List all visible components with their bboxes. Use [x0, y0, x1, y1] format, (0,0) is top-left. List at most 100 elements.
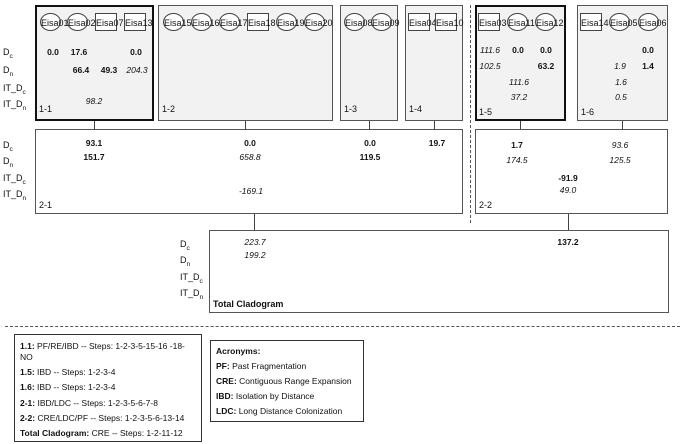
clade-square: Eisa13: [124, 13, 153, 31]
value-dc: 93.1: [85, 138, 103, 148]
clade-circle: Eisa06: [638, 13, 667, 31]
value-dn: 151.7: [83, 152, 105, 162]
value-dc: 1.7: [511, 140, 523, 150]
value-dn: 125.5: [609, 155, 631, 165]
row-label-itdc-3: IT_Dc: [180, 272, 203, 285]
value-dn: 1.4: [642, 61, 654, 71]
legend-line: 1.6: IBD -- Steps: 1-2-3-4: [20, 382, 116, 392]
separator-dashed: [5, 326, 680, 327]
value-itdc: 111.6: [508, 77, 529, 87]
clade-circle: Eisa17: [219, 13, 248, 31]
legend-acronyms: Acronyms: PF: Past Fragmentation CRE: Co…: [210, 340, 364, 422]
value-dc: 0.0: [642, 45, 654, 55]
connector: [245, 121, 246, 129]
value-itdc: 1.6: [615, 77, 627, 87]
value-dc: 0.0: [47, 47, 59, 57]
value-dc: 0.0: [512, 45, 524, 55]
value-dc: 17.6: [70, 47, 88, 57]
clade-circle: Eisa02: [67, 13, 96, 31]
legend-line: PF: Past Fragmentation: [216, 361, 307, 371]
value-dc: 111.6: [479, 45, 500, 55]
value-dc: 0.0: [130, 47, 142, 57]
value-itdn: 49.0: [559, 185, 577, 195]
clade-box-2-2: [475, 129, 668, 214]
value-itdn: 37.2: [510, 92, 528, 102]
value-dn: 119.5: [359, 152, 381, 162]
value-dn: 658.8: [239, 152, 261, 162]
value-itdn: 98.2: [85, 96, 103, 106]
box-label: 1-1: [39, 104, 53, 114]
clade-circle: Eisa09: [371, 13, 400, 31]
value-itdn: 0.5: [615, 92, 627, 102]
clade-box-1-2: [158, 5, 333, 121]
row-label-itdn-3: IT_Dn: [180, 288, 204, 301]
value-dn: 174.5: [506, 155, 528, 165]
box-label: 1-2: [162, 104, 176, 114]
row-label-dc-2: Dc: [3, 140, 13, 153]
clade-square: Eisa07: [95, 13, 124, 31]
clade-circle: Eisa05: [609, 13, 638, 31]
row-label-dc-3: Dc: [180, 239, 190, 252]
box-label: 1-3: [344, 104, 358, 114]
legend-steps: 1.1: PF/RE/IBD -- Steps: 1-2-3-5-15-16 -…: [14, 334, 202, 442]
value-dn: 49.3: [100, 65, 118, 75]
row-label-dc-1: Dc: [3, 47, 13, 60]
clade-box-2-1: [35, 129, 463, 214]
connector: [254, 214, 255, 230]
legend-line: Total Cladogram: CRE -- Steps: 1-2-11-12: [20, 428, 183, 438]
value-dc: 223.7: [244, 237, 266, 247]
connector: [369, 121, 370, 129]
clade-square: Eisa03: [478, 13, 507, 31]
value-dc: 0.0: [244, 138, 256, 148]
value-dc: 93.6: [611, 140, 629, 150]
connector: [622, 121, 623, 129]
total-cladogram-box: [209, 230, 669, 313]
legend-line: 2-1: IBD/LDC -- Steps: 1-2-3-5-6-7-8: [20, 398, 158, 408]
clade-circle: Eisa12: [535, 13, 564, 31]
connector: [434, 121, 435, 129]
value-dn: 1.9: [614, 61, 626, 71]
box-label: 2-1: [39, 200, 53, 210]
value-dn: 102.5: [479, 61, 501, 71]
box-label: Total Cladogram: [213, 299, 284, 309]
box-label: 1-4: [409, 104, 423, 114]
row-label-itdc-2: IT_Dc: [3, 173, 26, 186]
box-label: 2-2: [479, 200, 493, 210]
box-label: 1-5: [479, 107, 493, 117]
clade-circle: Eisa16: [191, 13, 220, 31]
divider-dashed: [470, 5, 471, 223]
connector: [520, 121, 521, 129]
value-dc: 0.0: [540, 45, 552, 55]
legend-line: CRE: Contiguous Range Expansion: [216, 376, 352, 386]
value-dn: 66.4: [72, 65, 90, 75]
row-label-itdn-1: IT_Dn: [3, 99, 27, 112]
row-label-itdc-1: IT_Dc: [3, 83, 26, 96]
legend-title: Acronyms:: [216, 346, 261, 356]
value-dc: 137.2: [557, 237, 579, 247]
value-dc: 19.7: [428, 138, 446, 148]
clade-circle: Eisa20: [304, 13, 333, 31]
value-dc: 0.0: [364, 138, 376, 148]
row-label-dn-2: Dn: [3, 156, 14, 169]
clade-circle: Eisa08: [344, 13, 373, 31]
clade-circle: Eisa19: [276, 13, 305, 31]
value-dn: 63.2: [537, 61, 555, 71]
clade-circle: Eisa15: [163, 13, 192, 31]
value-itdn: -169.1: [238, 186, 264, 196]
value-itdc: -91.9: [558, 173, 578, 183]
clade-square: Eisa10: [435, 13, 464, 31]
row-label-itdn-2: IT_Dn: [3, 189, 27, 202]
clade-square: Eisa18: [247, 13, 276, 31]
value-dn: 199.2: [244, 250, 266, 260]
legend-line: LDC: Long Distance Colonization: [216, 406, 343, 416]
legend-line: 1.5: IBD -- Steps: 1-2-3-4: [20, 367, 116, 377]
legend-line: 2-2: CRE/LDC/PF -- Steps: 1-2-3-5-6-13-1…: [20, 413, 185, 423]
row-label-dn-1: Dn: [3, 65, 14, 78]
legend-line: 1.1: PF/RE/IBD -- Steps: 1-2-3-5-15-16 -…: [20, 341, 185, 351]
clade-circle: Eisa01: [40, 13, 69, 31]
connector: [568, 214, 569, 230]
clade-square: Eisa14: [580, 13, 609, 31]
clade-square: Eisa04: [408, 13, 437, 31]
legend-line: IBD: Isolation by Distance: [216, 391, 315, 401]
box-label: 1-6: [581, 107, 595, 117]
